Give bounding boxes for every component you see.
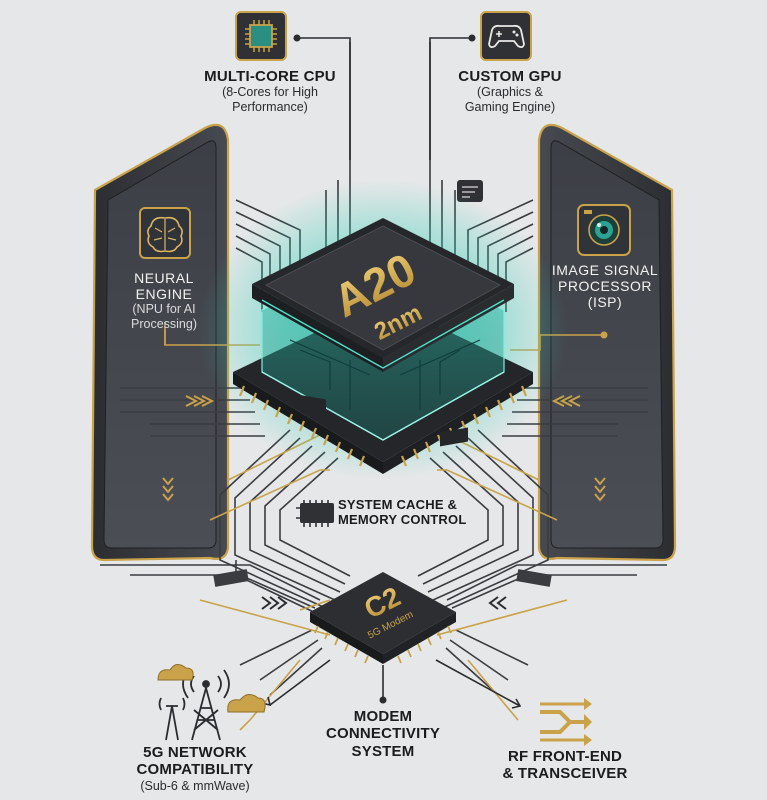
memory-chip-icon	[296, 500, 334, 527]
isp-connector-dot	[600, 331, 608, 339]
network-line1: 5G NETWORK	[143, 744, 247, 761]
cache-label: SYSTEM CACHE & MEMORY CONTROL	[338, 497, 478, 528]
modem-connectors	[261, 659, 522, 709]
gpu-connector	[429, 34, 476, 160]
cell-tower-icon	[157, 664, 266, 741]
modem-line3: SYSTEM	[351, 742, 415, 760]
modem-line2: CONNECTIVITY	[325, 725, 441, 743]
brain-icon	[139, 207, 191, 259]
cpu-detail-line1: (8-Cores for High	[222, 85, 318, 100]
modem-system-label: MODEM CONNECTIVITY SYSTEM	[318, 708, 448, 760]
c2-modem-chip	[310, 572, 456, 664]
cpu-detail-line2: Performance)	[232, 99, 308, 114]
gpu-title: CUSTOM GPU	[458, 68, 562, 85]
rf-line1: RF FRONT-END	[507, 748, 623, 765]
cache-line2: MEMORY CONTROL	[338, 511, 467, 527]
rf-arrows-icon	[540, 698, 592, 746]
network-line3: (Sub-6 & mmWave)	[140, 778, 250, 793]
gpu-detail-line1: (Graphics &	[477, 85, 543, 100]
isp-line1: IMAGE SIGNAL	[551, 262, 659, 278]
cpu-chip-icon	[235, 11, 287, 61]
neural-detail-line2: Processing)	[131, 316, 197, 331]
signal-bars-icon	[213, 569, 552, 587]
modem-line1: MODEM	[353, 708, 413, 725]
rf-label: RF FRONT-END & TRANSCEIVER	[490, 748, 640, 783]
network-line2: COMPATIBILITY	[136, 761, 254, 779]
camera-lens-icon	[577, 204, 631, 256]
cpu-connector	[293, 34, 351, 160]
cache-line1: SYSTEM CACHE &	[338, 497, 458, 512]
phone-chevrons	[162, 395, 606, 610]
network-label: 5G NETWORK COMPATIBILITY (Sub-6 & mmWave…	[120, 744, 270, 793]
neural-title: NEURAL ENGINE	[134, 270, 194, 303]
neural-detail-line1: (NPU for AI	[132, 302, 196, 317]
isp-line3: (ISP)	[587, 294, 623, 311]
gpu-detail-line2: Gaming Engine)	[464, 99, 556, 114]
isp-label: IMAGE SIGNAL PROCESSOR (ISP)	[550, 262, 660, 310]
a20-top-die	[252, 218, 514, 372]
cpu-title: MULTI-CORE CPU	[204, 68, 336, 85]
gamepad-icon	[480, 11, 532, 61]
neural-engine-label: NEURAL ENGINE (NPU for AI Processing)	[108, 270, 220, 331]
isp-line2: PROCESSOR	[558, 278, 652, 295]
rf-line2: & TRANSCEIVER	[502, 765, 628, 783]
cpu-label: MULTI-CORE CPU (8-Cores for High Perform…	[190, 68, 350, 114]
gpu-label: CUSTOM GPU (Graphics & Gaming Engine)	[440, 68, 580, 114]
